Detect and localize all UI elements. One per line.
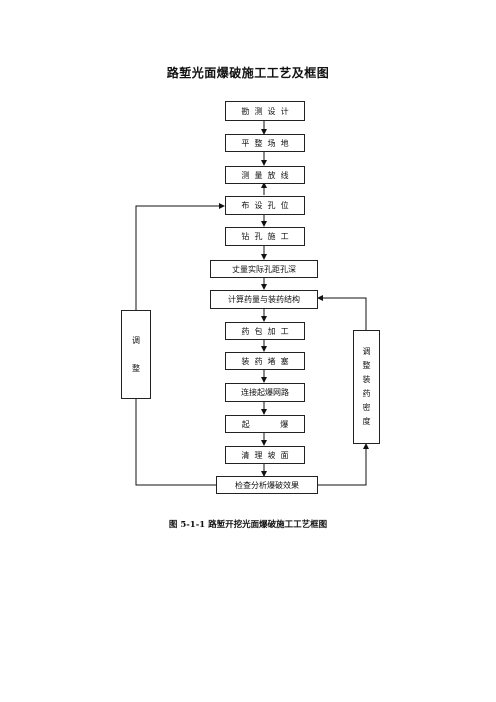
figure-caption: 图 5-1-1 路堑开挖光面爆破施工工艺框图 xyxy=(168,520,328,530)
step-loading-stemming: 装 药 堵 塞 xyxy=(225,352,305,370)
step-detonation: 起 爆 xyxy=(225,415,305,433)
step-charge-preparation: 药 包 加 工 xyxy=(225,322,305,340)
step-clear-slope: 清 理 坡 面 xyxy=(225,446,305,464)
right-adjust-label: 调 整 装 药 密 度 xyxy=(362,347,371,426)
left-adjust-box: 调 整 xyxy=(121,310,151,399)
step-level-site: 平 整 场 地 xyxy=(225,134,305,152)
step-charge-calculation: 计算药量与装药结构 xyxy=(210,290,318,309)
step-drilling: 钻 孔 施 工 xyxy=(225,227,305,246)
left-adjust-label: 调 整 xyxy=(132,335,140,373)
right-adjust-box: 调 整 装 药 密 度 xyxy=(353,330,380,444)
step-hole-positions: 布 设 孔 位 xyxy=(225,196,305,215)
step-survey-layout: 测 量 放 线 xyxy=(225,166,305,184)
step-connect-network: 连接起爆网路 xyxy=(225,383,305,402)
step-check-results: 检查分析爆破效果 xyxy=(216,476,318,494)
page-title: 路堑光面爆破施工工艺及框图 xyxy=(166,66,330,80)
step-measure-holes: 丈量实际孔距孔深 xyxy=(210,260,318,278)
step-survey-design: 勘 测 设 计 xyxy=(225,101,305,121)
